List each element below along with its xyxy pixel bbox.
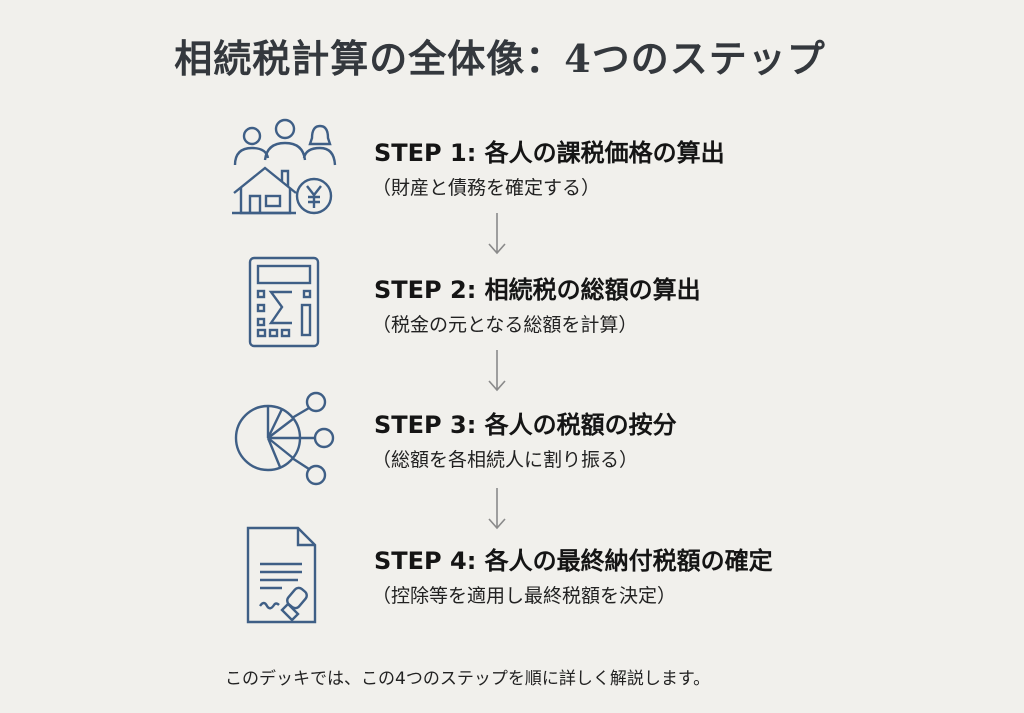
arrow-down-icon — [488, 213, 506, 255]
calculator-sigma-icon — [230, 255, 340, 365]
page-title: 相続税計算の全体像：4つのステップ — [174, 36, 826, 81]
footer-note: このデッキでは、この4つのステップを順に詳しく解説します。 — [225, 669, 711, 689]
step-description: （財産と債務を確定する） — [372, 177, 601, 199]
pie-distribution-icon — [230, 390, 340, 500]
family-house-yen-icon — [230, 118, 340, 228]
step-heading: STEP 4: 各人の最終納付税額の確定 — [374, 547, 773, 575]
step-description: （控除等を適用し最終税額を決定） — [372, 585, 677, 607]
step-3: STEP 3: 各人の税額の按分 （総額を各相続人に割り振る） — [0, 390, 1024, 500]
step-heading: STEP 3: 各人の税額の按分 — [374, 411, 677, 439]
step-heading: STEP 2: 相続税の総額の算出 — [374, 276, 701, 304]
step-heading: STEP 1: 各人の課税価格の算出 — [374, 139, 725, 167]
step-4: STEP 4: 各人の最終納付税額の確定 （控除等を適用し最終税額を決定） — [0, 526, 1024, 636]
document-stamp-icon — [230, 526, 340, 636]
step-2: STEP 2: 相続税の総額の算出 （税金の元となる総額を計算） — [0, 255, 1024, 365]
arrow-down-icon — [488, 488, 506, 530]
arrow-down-icon — [488, 350, 506, 392]
step-description: （税金の元となる総額を計算） — [372, 314, 638, 336]
step-description: （総額を各相続人に割り振る） — [372, 449, 639, 471]
step-1: STEP 1: 各人の課税価格の算出 （財産と債務を確定する） — [0, 118, 1024, 228]
